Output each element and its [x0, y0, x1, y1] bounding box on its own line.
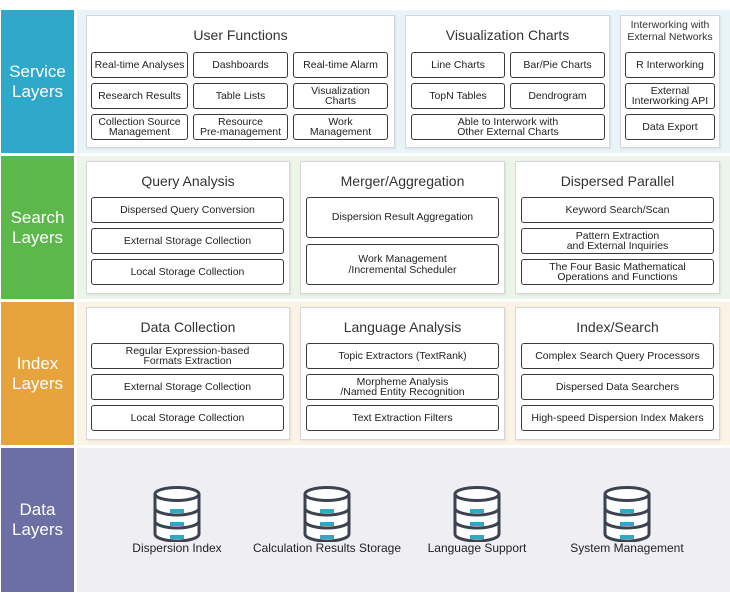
external-interworking-api-box: External Interworking API: [625, 83, 715, 109]
regex-formats-extraction-box: Regular Expression-based Formats Extract…: [91, 343, 284, 369]
visualization-charts-panel: Visualization Charts Line Charts Bar/Pie…: [405, 15, 610, 148]
real-time-analyses-box: Real-time Analyses: [91, 52, 188, 78]
r-interworking-box: R Interworking: [625, 52, 715, 78]
visualization-charts-title: Visualization Charts: [445, 27, 570, 43]
dispersed-parallel-panel: Dispersed Parallel Keyword Search/Scan P…: [515, 161, 720, 294]
database-icon: [153, 486, 201, 542]
topn-tables-box: TopN Tables: [411, 83, 505, 109]
pattern-extraction-box: Pattern Extraction and External Inquirie…: [521, 228, 714, 254]
merger-aggregation-title: Merger/Aggregation: [340, 173, 465, 189]
query-analysis-panel: Query Analysis Dispersed Query Conversio…: [86, 161, 290, 294]
line-charts-box: Line Charts: [411, 52, 505, 78]
work-management-box: Work Management: [293, 114, 388, 140]
language-analysis-panel: Language Analysis Topic Extractors (Text…: [300, 307, 505, 440]
dispersed-parallel-title: Dispersed Parallel: [560, 173, 675, 189]
calculation-results-storage-label: Calculation Results Storage: [252, 541, 402, 555]
database-icon: [303, 486, 351, 542]
real-time-alarm-box: Real-time Alarm: [293, 52, 388, 78]
interworking-panel: Interworking with External Networks R In…: [620, 15, 720, 148]
merger-aggregation-panel: Merger/Aggregation Dispersion Result Agg…: [300, 161, 505, 294]
dendrogram-box: Dendrogram: [510, 83, 605, 109]
index-search-title: Index/Search: [576, 319, 659, 335]
database-icon: [453, 486, 501, 542]
collection-source-management-box: Collection Source Management: [91, 114, 188, 140]
work-management-scheduler-box: Work Management /Incremental Scheduler: [306, 244, 499, 285]
text-extraction-filters-box: Text Extraction Filters: [306, 405, 499, 431]
local-storage-collection-box: Local Storage Collection: [91, 259, 284, 285]
interworking-title: Interworking with External Networks: [627, 19, 713, 43]
query-analysis-title: Query Analysis: [141, 173, 235, 189]
visualization-charts-box: Visualization Charts: [293, 83, 388, 109]
dispersed-data-searchers-box: Dispersed Data Searchers: [521, 374, 714, 400]
language-analysis-title: Language Analysis: [343, 319, 462, 335]
dispersed-query-conversion-box: Dispersed Query Conversion: [91, 197, 284, 223]
table-lists-box: Table Lists: [193, 83, 288, 109]
complex-search-query-box: Complex Search Query Processors: [521, 343, 714, 369]
resource-pre-management-box: Resource Pre-management: [193, 114, 288, 140]
bar-pie-charts-box: Bar/Pie Charts: [510, 52, 605, 78]
index-makers-box: High-speed Dispersion Index Makers: [521, 405, 714, 431]
database-icon: [603, 486, 651, 542]
external-charts-box: Able to Interwork with Other External Ch…: [411, 114, 605, 140]
user-functions-title: User Functions: [193, 27, 288, 43]
morpheme-analysis-box: Morpheme Analysis /Named Entity Recognit…: [306, 374, 499, 400]
data-collection-title: Data Collection: [140, 319, 236, 335]
keyword-search-box: Keyword Search/Scan: [521, 197, 714, 223]
topic-extractors-box: Topic Extractors (TextRank): [306, 343, 499, 369]
data-export-box: Data Export: [625, 114, 715, 140]
language-support-label: Language Support: [427, 541, 527, 555]
system-management-label: System Management: [570, 541, 684, 555]
user-functions-panel: User Functions Real-time Analyses Dashbo…: [86, 15, 395, 148]
research-results-box: Research Results: [91, 83, 188, 109]
dashboards-box: Dashboards: [193, 52, 288, 78]
external-storage-collection-box: External Storage Collection: [91, 228, 284, 254]
data-collection-panel: Data Collection Regular Expression-based…: [86, 307, 290, 440]
dispersion-result-aggregation-box: Dispersion Result Aggregation: [306, 197, 499, 238]
index-search-panel: Index/Search Complex Search Query Proces…: [515, 307, 720, 440]
math-operations-box: The Four Basic Mathematical Operations a…: [521, 259, 714, 285]
dispersion-index-label: Dispersion Index: [132, 541, 222, 555]
index-external-storage-collection-box: External Storage Collection: [91, 374, 284, 400]
index-local-storage-collection-box: Local Storage Collection: [91, 405, 284, 431]
